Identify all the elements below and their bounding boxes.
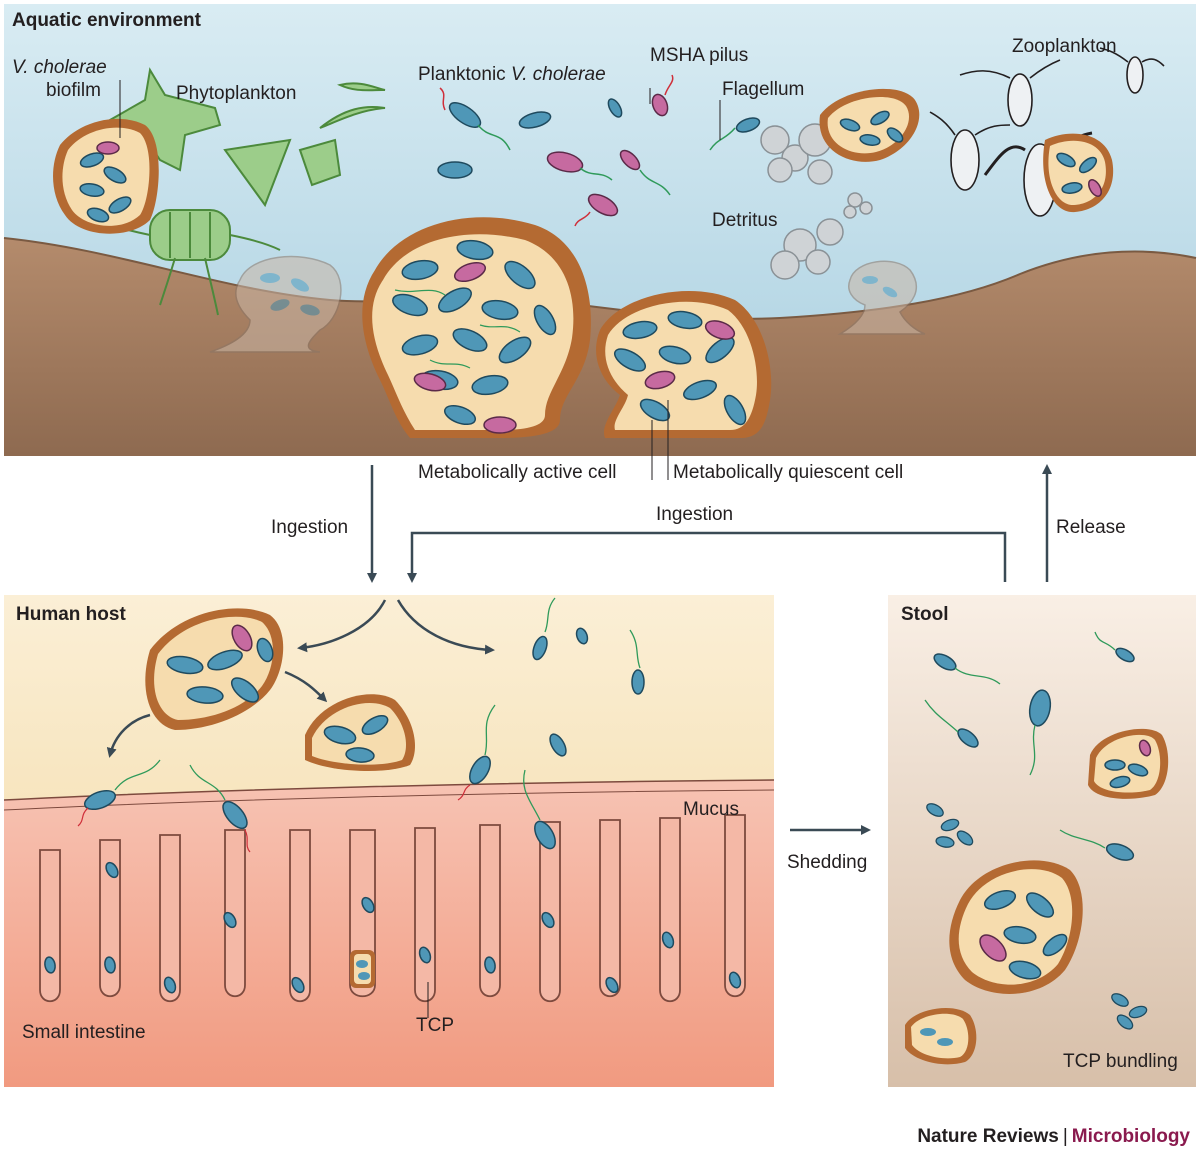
journal-name: Nature Reviews	[917, 1126, 1059, 1147]
faded-biofilm-left	[209, 255, 342, 353]
release-label: Release	[1056, 517, 1126, 538]
faded-biofilm-right	[837, 260, 926, 335]
aquatic-panel	[3, 4, 1197, 480]
host-split-arrows	[106, 599, 495, 758]
sediment-biofilm-large	[362, 217, 591, 438]
detritus-label: Detritus	[712, 210, 778, 231]
tcp-label: TCP	[416, 1015, 454, 1036]
stool-panel-title: Stool	[901, 604, 949, 625]
stool-biofilm-small	[905, 1007, 977, 1065]
ingestion-down-label: Ingestion	[271, 517, 349, 538]
active-cell-label: Metabolically active cell	[418, 462, 617, 483]
host-panel-title: Human host	[16, 604, 126, 625]
flagellum-label: Flagellum	[722, 79, 805, 100]
host-pili	[77, 784, 471, 853]
small-intestine-label: Small intestine	[22, 1022, 146, 1043]
planktonic-cells	[437, 74, 761, 227]
detritus-biofilm-icon	[819, 88, 920, 162]
stool-panel	[888, 595, 1196, 1087]
zooplankton-icon	[929, 47, 1165, 217]
biofilm-species-label: V. cholerae	[12, 57, 107, 78]
intestinal-wall	[4, 780, 774, 1087]
stool-biofilm-large	[949, 860, 1083, 994]
host-panel	[3, 595, 775, 1087]
msha-pilus-label: MSHA pilus	[650, 45, 749, 66]
vcholerae-biofilm-icon	[53, 118, 159, 234]
stool-flagella	[924, 631, 1116, 849]
aquatic-panel-title: Aquatic environment	[12, 10, 201, 31]
ingestion-loop-arrow	[407, 531, 1007, 583]
phytoplankton-label: Phytoplankton	[176, 83, 297, 104]
flow-arrows	[367, 464, 1052, 835]
stool-motile-cells	[933, 647, 1135, 861]
planktonic-label: Planktonic V. cholerae	[418, 64, 606, 86]
detritus-icon	[760, 123, 873, 280]
footer-separator: |	[1062, 1126, 1068, 1147]
host-motile-cells	[44, 627, 742, 994]
host-biofilm-large	[145, 608, 284, 730]
quiescent-cell-label: Metabolically quiescent cell	[673, 462, 904, 483]
journal-subject: Microbiology	[1071, 1126, 1190, 1147]
zooplankton-biofilm-icon	[1043, 133, 1114, 213]
sediment-biofilm-medium	[596, 291, 772, 438]
ingestion-loop-label: Ingestion	[656, 504, 734, 525]
biofilm-label: biofilm	[46, 80, 101, 101]
planktonic-species: V. cholerae	[510, 64, 606, 85]
host-biofilm-small	[305, 694, 415, 772]
planktonic-prefix: Planktonic	[418, 64, 511, 85]
tcp-bundle-icon	[926, 803, 1148, 1030]
leader-lines	[119, 80, 721, 480]
stool-biofilm-right	[1088, 728, 1169, 799]
mucus-label: Mucus	[683, 799, 739, 820]
crypt-biofilm-icon	[350, 950, 375, 988]
tcp-bundling-label: TCP bundling	[1063, 1051, 1178, 1072]
host-flagella	[114, 597, 641, 821]
journal-footer: Nature Reviews|Microbiology	[917, 1126, 1190, 1148]
zooplankton-label: Zooplankton	[1012, 36, 1117, 57]
shedding-label: Shedding	[787, 852, 868, 873]
